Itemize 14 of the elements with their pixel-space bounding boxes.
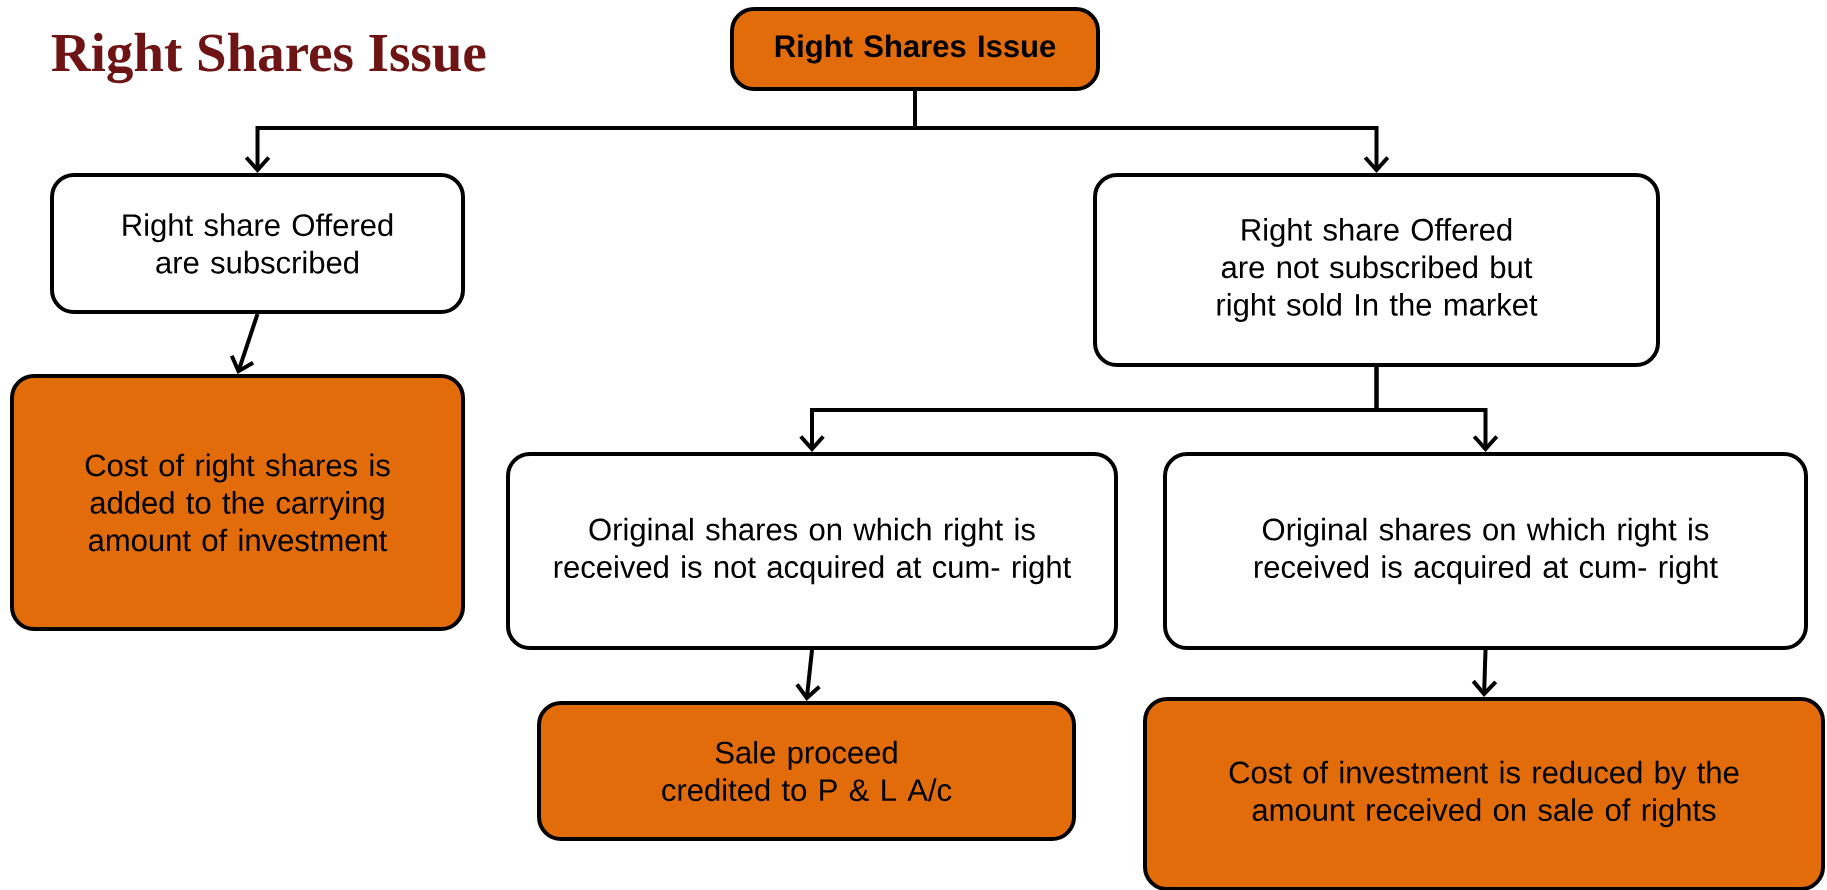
result-box: Cost of right shares is added to the carrying amount of investment bbox=[10, 374, 465, 631]
condition-box: Original shares on which right is received is acquired at cum- right bbox=[1163, 452, 1808, 650]
arrow bbox=[229, 313, 260, 374]
condition-box: Right share Offered are subscribed bbox=[50, 173, 465, 314]
condition-box: Right share Offered are not subscribed but right sold In the market bbox=[1093, 173, 1660, 367]
title-box: Right Shares Issue bbox=[730, 7, 1100, 91]
result-box: Cost of investment is reduced by the amount received on sale of rights bbox=[1143, 697, 1825, 890]
result-box: Sale proceed credited to P & L A/c bbox=[537, 701, 1076, 841]
arrow bbox=[795, 649, 821, 701]
condition-box: Original shares on which right is received is not acquired at cum- right bbox=[506, 452, 1118, 650]
arrow bbox=[1471, 649, 1498, 697]
arrow bbox=[913, 91, 1390, 173]
title: Right Shares Issue bbox=[51, 32, 486, 84]
arrow bbox=[1374, 367, 1499, 452]
